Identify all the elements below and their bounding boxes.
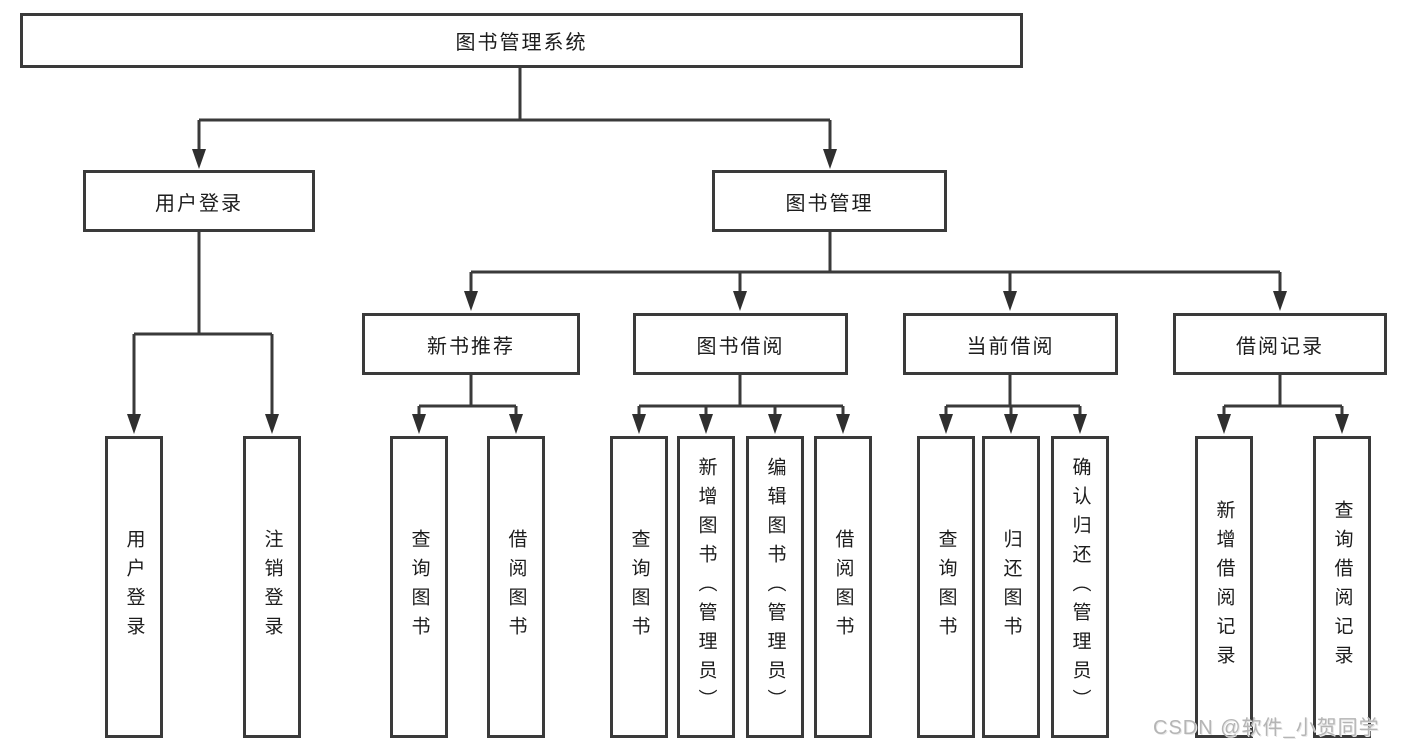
leaf-confirm-return-admin: 确认归还（管理员） bbox=[1051, 436, 1109, 738]
node-label: 查询图书 bbox=[935, 529, 957, 645]
node-label: 归还图书 bbox=[1000, 529, 1022, 645]
node-book-management: 图书管理 bbox=[712, 170, 947, 232]
node-label: 图书管理系统 bbox=[455, 32, 588, 54]
node-label: 借阅图书 bbox=[832, 529, 854, 645]
node-label: 查询图书 bbox=[628, 529, 650, 645]
node-label: 查询借阅记录 bbox=[1331, 500, 1353, 674]
node-new-book-recommend: 新书推荐 bbox=[362, 313, 580, 375]
node-label: 当前借阅 bbox=[966, 335, 1055, 358]
node-current-borrowing: 当前借阅 bbox=[903, 313, 1118, 375]
node-label: 新增图书（管理员） bbox=[695, 456, 717, 718]
csdn-watermark: CSDN @软件_小贺同学 bbox=[1153, 717, 1380, 739]
node-book-borrowing: 图书借阅 bbox=[633, 313, 848, 375]
node-label: 用户登录 bbox=[123, 529, 145, 645]
leaf-add-borrow-record: 新增借阅记录 bbox=[1195, 436, 1253, 738]
node-label: 用户登录 bbox=[155, 192, 243, 215]
node-library-management-system: 图书管理系统 bbox=[20, 13, 1023, 68]
node-label: 图书管理 bbox=[785, 192, 874, 215]
leaf-recommend-query-books: 查询图书 bbox=[390, 436, 448, 738]
node-label: 新书推荐 bbox=[427, 335, 515, 358]
leaf-return-books: 归还图书 bbox=[982, 436, 1040, 738]
node-user-login: 用户登录 bbox=[83, 170, 315, 232]
node-label: 注销登录 bbox=[261, 529, 283, 645]
leaf-edit-books-admin: 编辑图书（管理员） bbox=[746, 436, 804, 738]
node-label: 图书借阅 bbox=[696, 335, 785, 358]
leaf-recommend-borrow-books: 借阅图书 bbox=[487, 436, 545, 738]
leaf-user-login: 用户登录 bbox=[105, 436, 163, 738]
node-borrowing-records: 借阅记录 bbox=[1173, 313, 1387, 375]
node-label: 确认归还（管理员） bbox=[1069, 456, 1091, 718]
leaf-add-books-admin: 新增图书（管理员） bbox=[677, 436, 735, 738]
node-label: 编辑图书（管理员） bbox=[764, 456, 786, 718]
leaf-borrowing-query-books: 查询图书 bbox=[610, 436, 668, 738]
node-label: 借阅记录 bbox=[1236, 335, 1324, 358]
leaf-borrow-books: 借阅图书 bbox=[814, 436, 872, 738]
node-label: 查询图书 bbox=[408, 529, 430, 645]
leaf-current-query-books: 查询图书 bbox=[917, 436, 975, 738]
leaf-logout: 注销登录 bbox=[243, 436, 301, 738]
leaf-query-borrow-record: 查询借阅记录 bbox=[1313, 436, 1371, 738]
node-label: 借阅图书 bbox=[505, 529, 527, 645]
node-label: 新增借阅记录 bbox=[1213, 500, 1235, 674]
